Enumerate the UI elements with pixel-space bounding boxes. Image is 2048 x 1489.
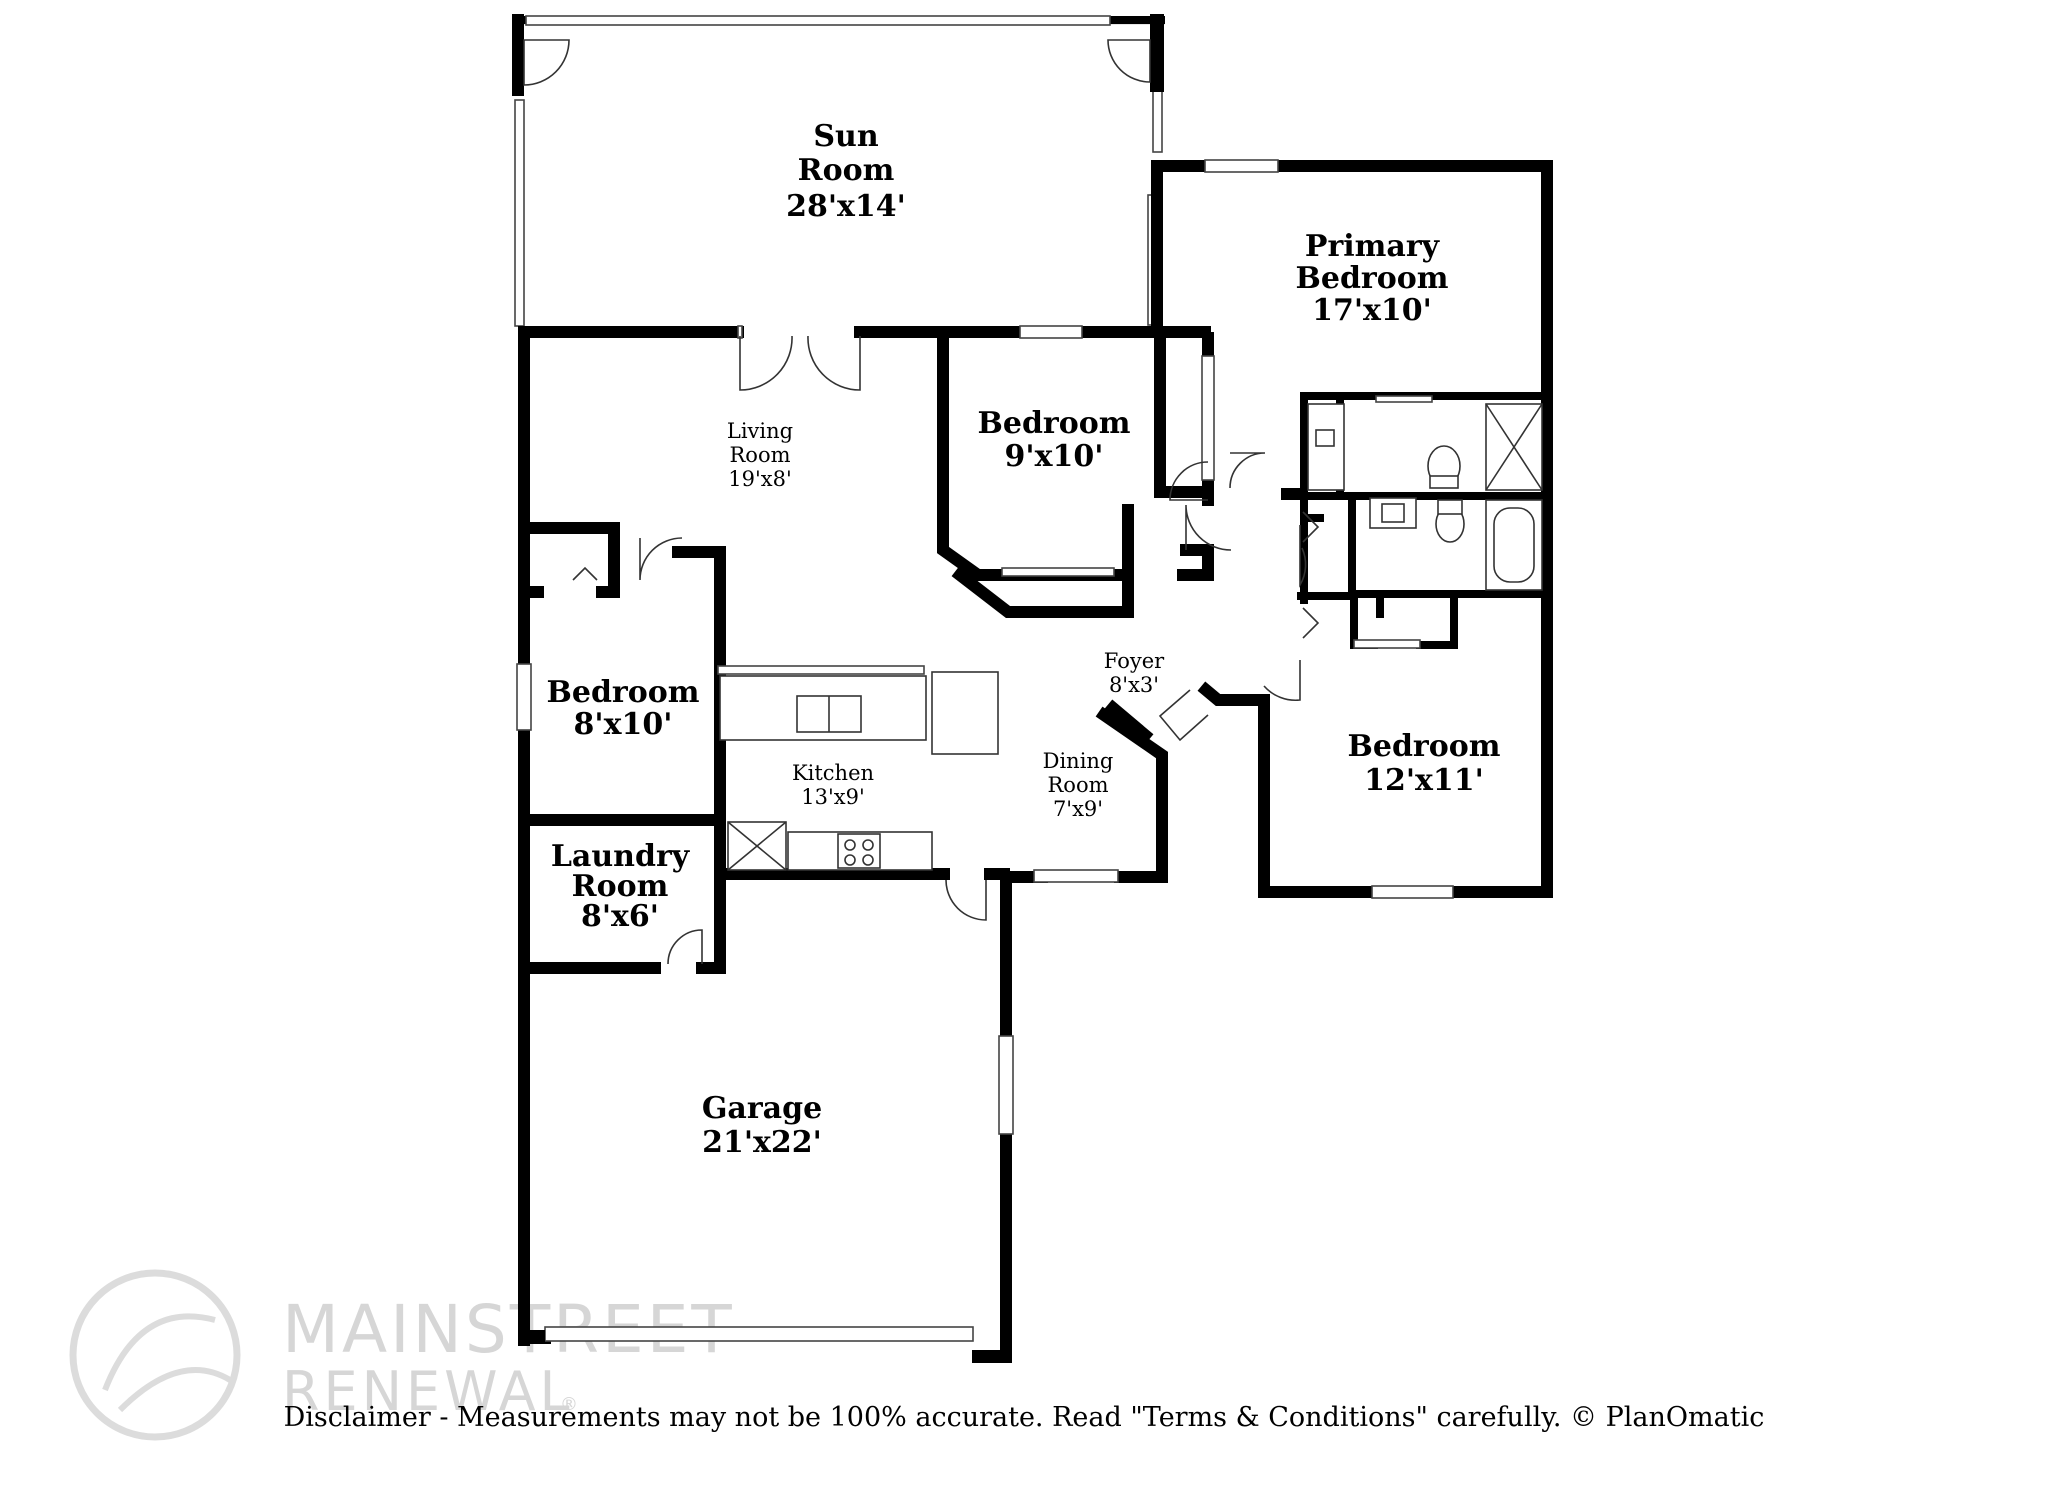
laundry-room-label-2: Room — [572, 869, 669, 904]
watermark-logo-swirl — [102, 1313, 232, 1413]
bedroom-c-size: 12'x11' — [1364, 763, 1484, 798]
foyer-size: 8'x3' — [1109, 673, 1159, 697]
bedroom-c-label: Bedroom — [1348, 729, 1501, 764]
kitchen-label: Kitchen — [792, 761, 874, 785]
living-room-label-2: Room — [729, 443, 790, 467]
disclaimer-text: Disclaimer - Measurements may not be 100… — [283, 1402, 1765, 1433]
bedroom-b-label: Bedroom — [547, 675, 700, 710]
bedroom-a-label: Bedroom — [978, 406, 1131, 441]
dining-room-size: 7'x9' — [1053, 797, 1103, 821]
watermark-line2: RENEWAL — [282, 1360, 574, 1423]
primary-bedroom-label-1: Primary — [1305, 229, 1441, 264]
primary-bedroom-label-2: Bedroom — [1296, 261, 1449, 296]
windows — [516, 159, 1454, 1135]
vanity — [1307, 403, 1345, 491]
garage-door — [544, 1326, 974, 1342]
sun-room-label-1: Sun — [813, 119, 878, 154]
primary-bedroom-size: 17'x10' — [1312, 293, 1432, 328]
watermark-logo-icon — [69, 1269, 241, 1441]
dining-room-label-1: Dining — [1043, 749, 1114, 773]
interior-walls — [524, 332, 1551, 974]
living-room-label-1: Living — [727, 419, 793, 443]
fixtures — [719, 403, 1543, 871]
garage-label: Garage — [702, 1091, 822, 1126]
kitchen-size: 13'x9' — [801, 785, 864, 809]
dining-room-label-2: Room — [1047, 773, 1108, 797]
sun-room-label-2: Room — [798, 153, 895, 188]
garage-size: 21'x22' — [702, 1125, 822, 1160]
room-labels: Sun Room 28'x14' Primary Bedroom 17'x10'… — [547, 119, 1501, 1160]
sun-room-size: 28'x14' — [786, 189, 906, 224]
bedroom-a-size: 9'x10' — [1005, 439, 1104, 474]
laundry-room-size: 8'x6' — [581, 899, 659, 934]
stove — [837, 833, 881, 869]
living-room-size: 19'x8' — [728, 467, 791, 491]
bedroom-b-size: 8'x10' — [574, 707, 673, 742]
watermark-mark: ® — [560, 1394, 578, 1415]
pantry — [931, 671, 999, 755]
laundry-room-label-1: Laundry — [551, 839, 691, 874]
foyer-label: Foyer — [1104, 649, 1165, 673]
